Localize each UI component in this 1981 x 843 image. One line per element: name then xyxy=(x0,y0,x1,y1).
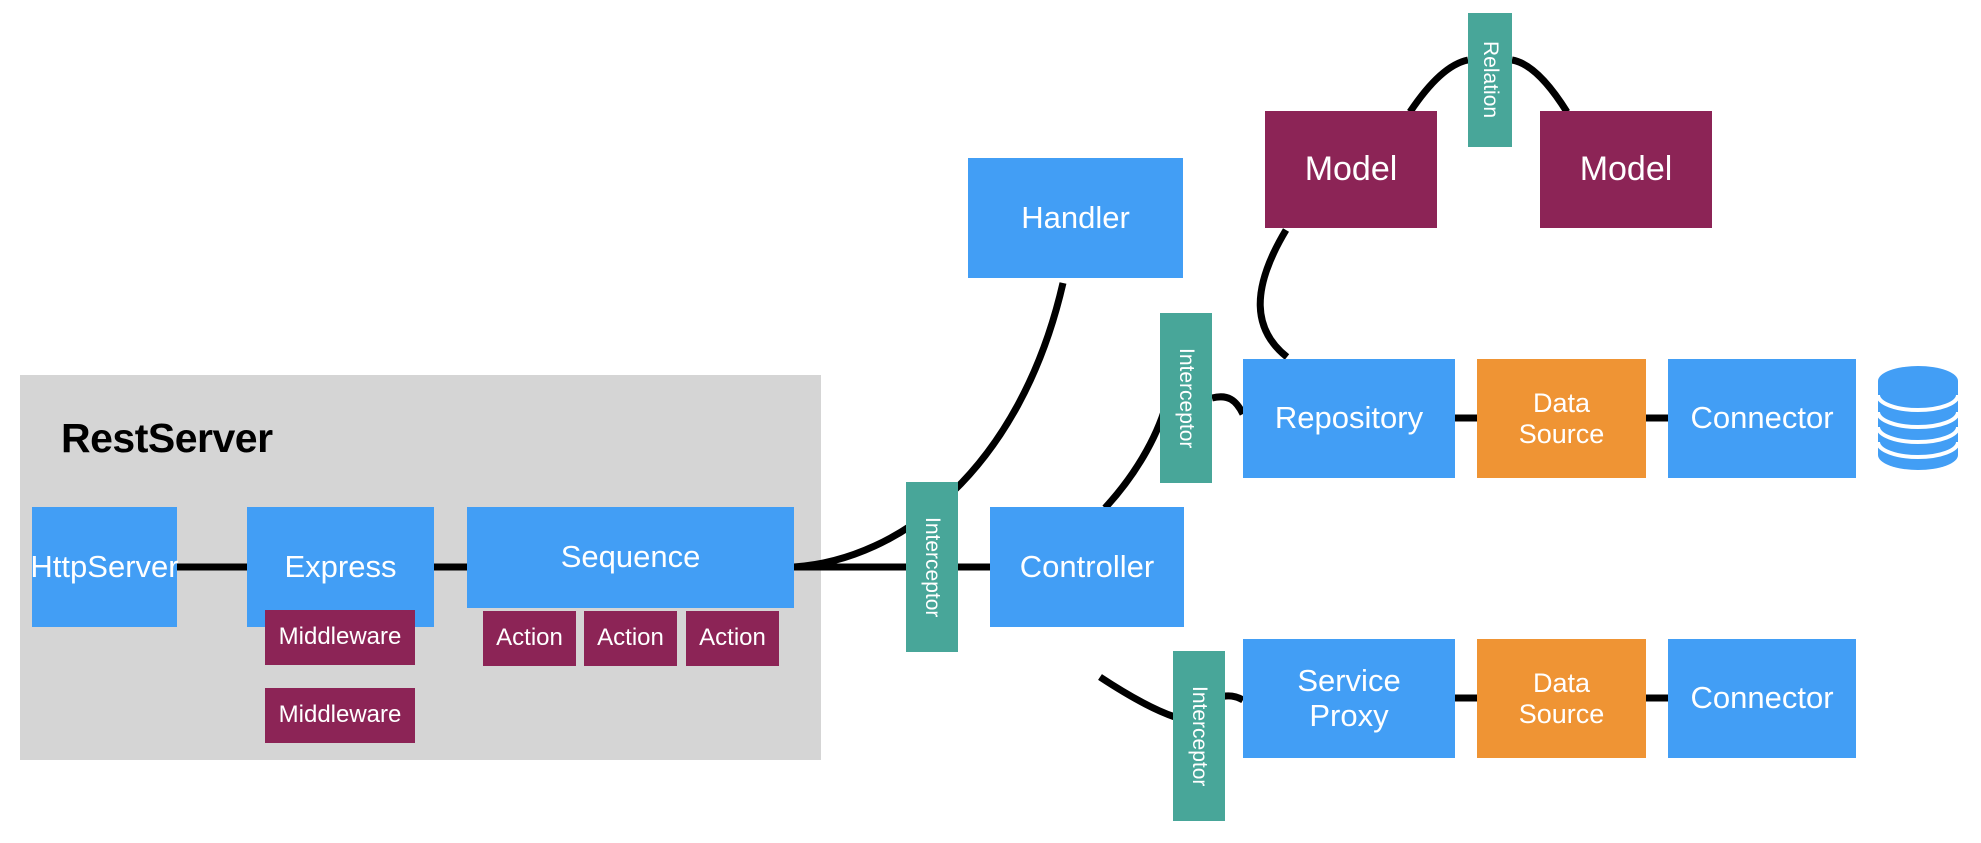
node-action-1[interactable]: Action xyxy=(483,611,576,666)
node-middleware-1[interactable]: Middleware xyxy=(265,610,415,665)
datasource-top-line2: Source xyxy=(1518,418,1605,449)
node-datasource-bottom[interactable]: Data Source xyxy=(1477,639,1646,758)
node-handler[interactable]: Handler xyxy=(968,158,1183,278)
edge-controller-interceptor-repository xyxy=(1102,397,1172,511)
edge-interceptor-repository xyxy=(1211,393,1247,416)
node-httpserver[interactable]: HttpServer xyxy=(30,507,179,627)
node-middleware-2[interactable]: Middleware xyxy=(265,688,415,743)
node-datasource-top[interactable]: Data Source xyxy=(1477,359,1646,478)
node-relation[interactable]: Relation xyxy=(1468,13,1512,147)
datasource-bottom-line2: Source xyxy=(1518,698,1605,729)
edge-relation-model xyxy=(1511,56,1570,114)
datasource-top-line1: Data xyxy=(1532,388,1591,419)
edge-model-repository xyxy=(1256,228,1290,360)
edge-model-relation xyxy=(1407,56,1469,114)
node-model-left[interactable]: Model xyxy=(1265,111,1437,228)
node-interceptor-service[interactable]: Interceptor xyxy=(1173,651,1225,821)
restserver-title: RestServer xyxy=(61,415,273,461)
node-model-right[interactable]: Model xyxy=(1540,111,1712,228)
node-repository[interactable]: Repository xyxy=(1243,359,1455,478)
node-express[interactable]: Express xyxy=(247,507,434,627)
service-proxy-line2: Proxy xyxy=(1309,697,1389,733)
node-interceptor-repository[interactable]: Interceptor xyxy=(1160,313,1212,483)
service-proxy-line1: Service xyxy=(1297,662,1401,698)
node-service-proxy[interactable]: Service Proxy xyxy=(1243,639,1455,758)
edge-controller-interceptor-service xyxy=(1098,674,1177,721)
node-connector-top[interactable]: Connector xyxy=(1668,359,1856,478)
node-action-3[interactable]: Action xyxy=(686,611,779,666)
node-interceptor-sequence[interactable]: Interceptor xyxy=(906,482,958,652)
database-cylinder-icon xyxy=(1876,366,1960,470)
node-action-2[interactable]: Action xyxy=(584,611,677,666)
node-sequence[interactable]: Sequence xyxy=(467,507,794,608)
node-controller[interactable]: Controller xyxy=(990,507,1184,627)
datasource-bottom-line1: Data xyxy=(1532,668,1591,699)
node-connector-bottom[interactable]: Connector xyxy=(1668,639,1856,758)
